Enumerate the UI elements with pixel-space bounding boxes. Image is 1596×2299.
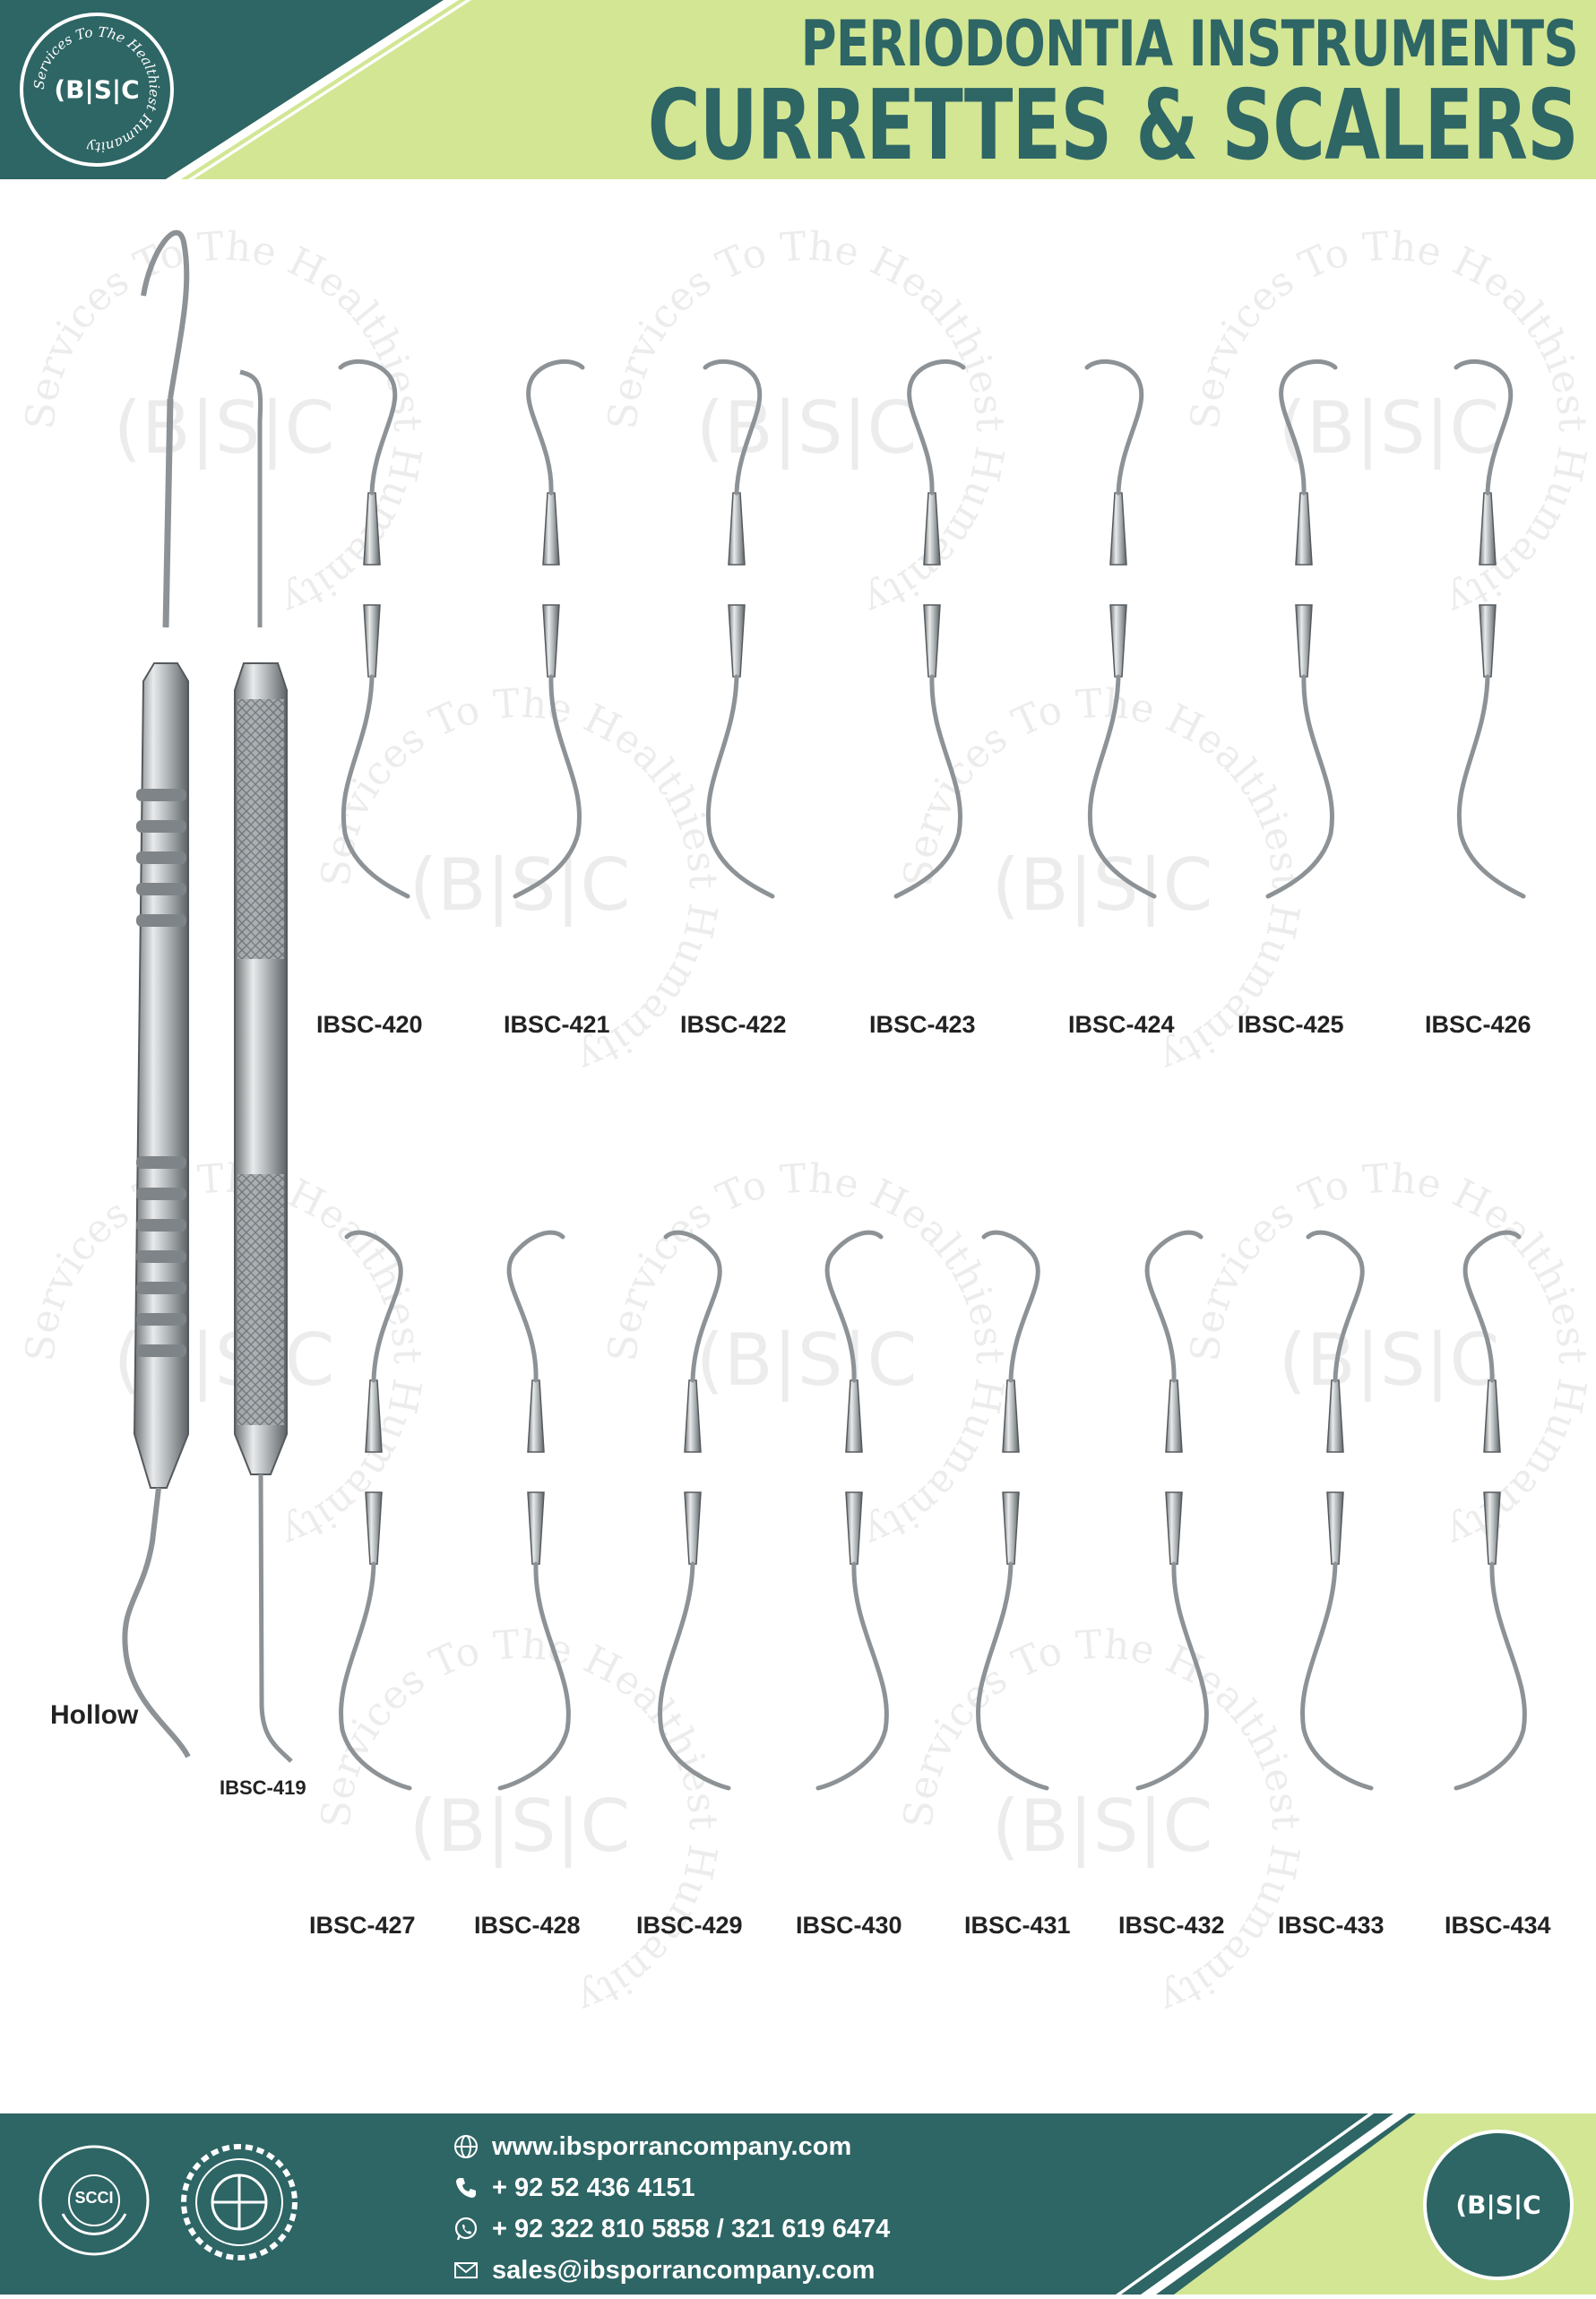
curette-422 xyxy=(703,359,775,899)
email-icon xyxy=(454,2262,478,2278)
product-code-427: IBSC-427 xyxy=(309,1912,416,1939)
product-code-handle: IBSC-419 xyxy=(220,1776,306,1799)
email-link[interactable]: sales@ibsporrancompany.com xyxy=(492,2255,876,2285)
gear-seal-icon xyxy=(181,2144,298,2260)
curette-427 xyxy=(339,1230,412,1791)
globe-icon xyxy=(454,2135,478,2158)
footer-banner: SCCI (B|S|C xyxy=(0,2113,1596,2295)
product-code-425: IBSC-425 xyxy=(1238,1011,1344,1038)
hollow-label: Hollow xyxy=(50,1700,139,1730)
curette-424 xyxy=(1084,359,1157,899)
svg-text:(B|S|C: (B|S|C xyxy=(1279,1318,1500,1403)
curette-429 xyxy=(658,1230,731,1791)
instrument-handle-hollow xyxy=(122,229,191,1759)
curette-425 xyxy=(1265,359,1338,899)
svg-text:(B|S|C: (B|S|C xyxy=(410,1785,631,1869)
curette-434 xyxy=(1454,1230,1527,1791)
brand-logo: Services To The Healthiest Humanity (B|S… xyxy=(20,13,174,167)
product-code-424: IBSC-424 xyxy=(1068,1011,1175,1038)
curette-428 xyxy=(497,1230,571,1791)
product-code-426: IBSC-426 xyxy=(1425,1011,1531,1038)
product-code-429: IBSC-429 xyxy=(636,1912,743,1939)
phone-row: + 92 52 436 4151 xyxy=(453,2167,890,2208)
footer-logo-text: (B|S|C xyxy=(1455,2190,1541,2220)
curette-421 xyxy=(513,359,585,899)
curette-420 xyxy=(338,359,410,899)
svg-text:(B|S|C: (B|S|C xyxy=(1279,386,1500,471)
product-code-431: IBSC-431 xyxy=(964,1912,1071,1939)
curette-433 xyxy=(1300,1230,1374,1791)
logo-ring-icon: Services To The Healthiest Humanity xyxy=(31,24,163,156)
svg-text:(B|S|C: (B|S|C xyxy=(696,386,918,471)
header-banner: Services To The Healthiest Humanity (B|S… xyxy=(0,0,1596,182)
phone-icon xyxy=(456,2178,476,2198)
sialkot-chamber-seal: SCCI xyxy=(36,2142,152,2259)
email-row: sales@ibsporrancompany.com xyxy=(453,2250,890,2291)
chamber-seal-icon xyxy=(39,2145,150,2256)
page-title-line2: CURRETTES & SCALERS xyxy=(647,70,1579,182)
header-background xyxy=(0,0,1596,179)
manufacturers-association-seal xyxy=(179,2142,300,2263)
whatsapp-number[interactable]: + 92 322 810 5858 / 321 619 6474 xyxy=(492,2214,891,2243)
footer-brand-logo: (B|S|C xyxy=(1423,2130,1574,2280)
website-row: www.ibsporrancompany.com xyxy=(453,2126,890,2167)
product-code-421: IBSC-421 xyxy=(504,1011,610,1038)
svg-text:(B|S|C: (B|S|C xyxy=(410,843,631,928)
contact-info: www.ibsporrancompany.com + 92 52 436 415… xyxy=(453,2126,890,2291)
product-code-434: IBSC-434 xyxy=(1445,1912,1551,1939)
page-title-line1: PERIODONTIA INSTRUMENTS xyxy=(800,7,1579,81)
product-code-433: IBSC-433 xyxy=(1278,1912,1385,1939)
product-code-432: IBSC-432 xyxy=(1118,1912,1225,1939)
curette-431 xyxy=(976,1230,1049,1791)
product-code-430: IBSC-430 xyxy=(796,1912,902,1939)
phone-number[interactable]: + 92 52 436 4151 xyxy=(492,2173,695,2202)
curette-423 xyxy=(893,359,966,899)
product-code-422: IBSC-422 xyxy=(680,1011,787,1038)
svg-text:(B|S|C: (B|S|C xyxy=(696,1318,918,1403)
curette-426 xyxy=(1454,359,1526,899)
curette-432 xyxy=(1135,1230,1209,1791)
svg-text:(B|S|C: (B|S|C xyxy=(114,386,335,471)
logo-text: (B|S|C xyxy=(54,74,140,105)
chamber-seal-text: SCCI xyxy=(74,2189,114,2207)
product-code-428: IBSC-428 xyxy=(474,1912,581,1939)
product-code-423: IBSC-423 xyxy=(869,1011,976,1038)
whatsapp-row: + 92 322 810 5858 / 321 619 6474 xyxy=(453,2208,890,2250)
whatsapp-icon xyxy=(454,2217,478,2241)
product-code-420: IBSC-420 xyxy=(316,1011,423,1038)
svg-text:(B|S|C: (B|S|C xyxy=(992,1785,1213,1869)
curette-430 xyxy=(815,1230,889,1791)
instrument-handle-knurled xyxy=(234,369,293,1763)
website-link[interactable]: www.ibsporrancompany.com xyxy=(492,2131,852,2161)
curette-tips xyxy=(338,359,1527,1791)
